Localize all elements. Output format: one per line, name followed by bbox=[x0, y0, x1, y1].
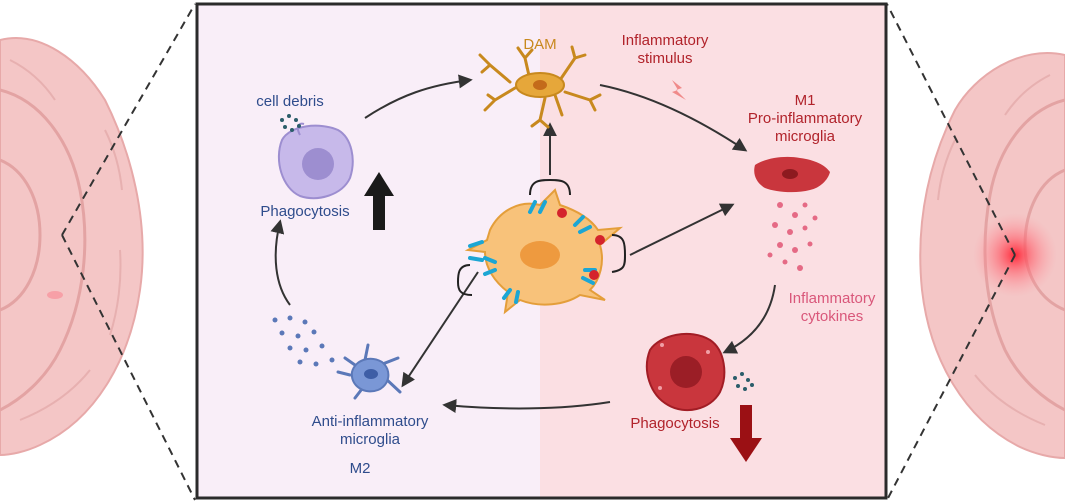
m1-line3: microglia bbox=[774, 128, 835, 145]
inflammatory-cytokines-label: Inflammatory cytokines bbox=[772, 290, 892, 326]
cycle-arrows bbox=[270, 74, 776, 413]
trem2-receptors bbox=[468, 200, 605, 304]
up-arrow-icon bbox=[364, 172, 394, 230]
right-brain-icon bbox=[919, 52, 1065, 460]
anti-inflammatory-dots bbox=[272, 315, 335, 367]
phagocytosis-right-label: Phagocytosis bbox=[630, 415, 720, 432]
inflammatory-stimulus-label: Inflammatory stimulus bbox=[615, 32, 715, 68]
lightning-icon bbox=[672, 80, 686, 100]
phagocytosis-left-label: Phagocytosis bbox=[260, 203, 350, 220]
left-brain-icon bbox=[0, 37, 144, 457]
cell-debris-label: cell debris bbox=[256, 93, 324, 110]
dam-label: DAM bbox=[523, 36, 557, 53]
m2-line1: Anti-inflammatory bbox=[311, 413, 429, 430]
m1-line2: Pro-inflammatory bbox=[747, 110, 863, 127]
down-arrow-icon bbox=[730, 405, 762, 462]
impaired-phagocyte-cell bbox=[645, 332, 726, 412]
debris-particles-right bbox=[733, 372, 754, 391]
m2-label: Anti-inflammatory microglia bbox=[295, 413, 445, 449]
cell-debris-particles bbox=[280, 114, 301, 132]
m2-tag-label: M2 bbox=[349, 460, 371, 477]
phagocyte-cell bbox=[277, 122, 354, 200]
receptor-brackets bbox=[456, 178, 627, 296]
cytokines-line1: Inflammatory bbox=[788, 290, 876, 307]
dam-microglia-cell bbox=[478, 45, 602, 129]
m1-microglia-cell bbox=[754, 156, 830, 193]
m1-label: M1 Pro-inflammatory microglia bbox=[730, 92, 880, 146]
m2-microglia-cell bbox=[336, 343, 402, 400]
m1-tag: M1 bbox=[794, 92, 816, 109]
inflammatory-stimulus-line1: Inflammatory bbox=[621, 32, 709, 49]
cytokines-line2: cytokines bbox=[800, 308, 864, 325]
m2-line2: microglia bbox=[339, 431, 400, 448]
panel-border bbox=[195, 2, 888, 500]
cytokine-dots bbox=[767, 202, 818, 271]
inflammatory-stimulus-line2: stimulus bbox=[637, 50, 693, 67]
zoom-connectors bbox=[61, 3, 1016, 501]
